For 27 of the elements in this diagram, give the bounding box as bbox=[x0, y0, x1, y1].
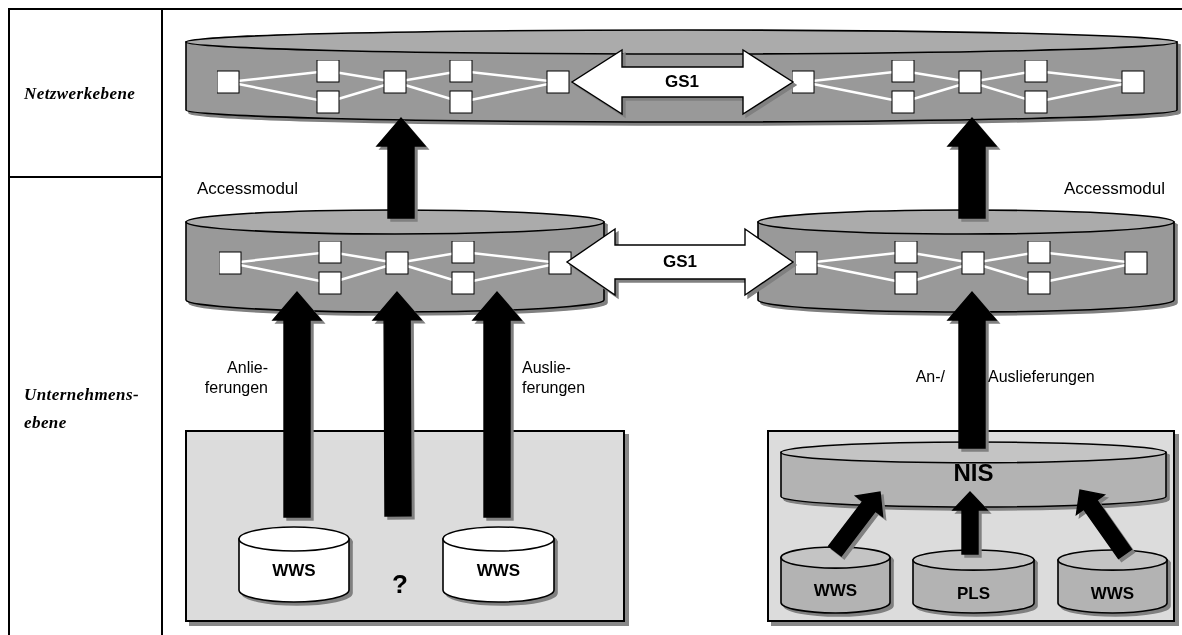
block-arrow bbox=[1075, 489, 1133, 560]
edge-label: Auslie- ferungen bbox=[522, 358, 587, 398]
question-text: ? bbox=[391, 568, 409, 601]
edge-label: Anlie- ferungen bbox=[203, 358, 268, 398]
system-label: WWS bbox=[475, 560, 522, 582]
edge-label: An-/ bbox=[914, 367, 945, 387]
system-label: WWS bbox=[812, 580, 859, 602]
flow-label: Auslieferungen bbox=[988, 367, 1095, 387]
edge-label: GS1 bbox=[663, 251, 697, 274]
block-arrow bbox=[951, 491, 989, 555]
block-arrow bbox=[271, 290, 323, 518]
arrow-label: GS1 bbox=[665, 71, 699, 94]
block-arrow bbox=[827, 491, 884, 557]
block-arrow bbox=[371, 290, 423, 517]
module-label: Accessmodul bbox=[197, 178, 299, 200]
module-label: Accessmodul bbox=[1063, 178, 1165, 200]
system-label: NIS bbox=[952, 458, 995, 488]
block-arrow bbox=[946, 290, 998, 449]
block-arrow bbox=[471, 290, 523, 518]
system-label: WWS bbox=[1089, 583, 1136, 605]
row-heading: Unternehmens- ebene bbox=[24, 384, 141, 434]
block-arrow bbox=[946, 116, 998, 219]
system-label: PLS bbox=[955, 583, 992, 605]
row-heading: Netzwerkebene bbox=[24, 83, 137, 105]
double-block-arrow bbox=[565, 227, 795, 297]
system-label: WWS bbox=[271, 560, 317, 582]
block-arrow bbox=[375, 116, 427, 219]
